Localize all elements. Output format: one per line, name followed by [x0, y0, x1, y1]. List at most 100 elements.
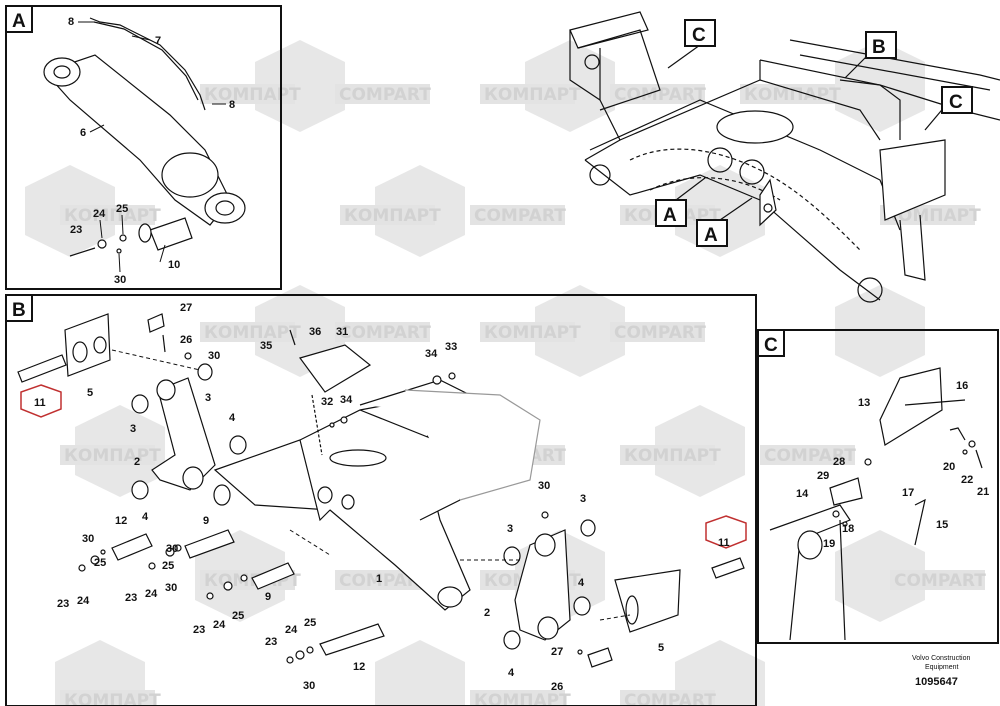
- svg-text:КОМПАРТ: КОМПАРТ: [484, 85, 581, 105]
- svg-text:23: 23: [57, 598, 69, 610]
- svg-text:COMPART: COMPART: [894, 571, 986, 591]
- svg-text:24: 24: [77, 595, 90, 607]
- svg-text:27: 27: [180, 302, 192, 314]
- svg-text:КОМПАРТ: КОМПАРТ: [484, 323, 581, 343]
- svg-text:COMPART: COMPART: [474, 206, 566, 226]
- svg-text:30: 30: [165, 582, 177, 594]
- svg-text:22: 22: [961, 474, 973, 486]
- svg-text:7: 7: [155, 35, 161, 47]
- svg-text:3: 3: [205, 392, 211, 404]
- svg-text:2: 2: [134, 456, 140, 468]
- svg-text:9: 9: [265, 591, 271, 603]
- svg-text:23: 23: [70, 224, 82, 236]
- svg-text:25: 25: [94, 557, 106, 569]
- svg-text:23: 23: [265, 636, 277, 648]
- svg-text:КОМПАРТ: КОМПАРТ: [204, 323, 301, 343]
- svg-text:6: 6: [80, 127, 86, 139]
- svg-text:9: 9: [203, 515, 209, 527]
- panel-c: C 16 13 28 20 29 22 21 14 17 18: [757, 329, 999, 644]
- overview-drawing: [569, 11, 1000, 303]
- svg-text:8: 8: [229, 99, 235, 111]
- svg-text:4: 4: [229, 412, 236, 424]
- svg-text:19: 19: [823, 538, 835, 550]
- svg-text:3: 3: [580, 493, 586, 505]
- svg-text:1095647: 1095647: [915, 676, 958, 688]
- svg-text:A: A: [12, 11, 26, 32]
- svg-text:18: 18: [842, 523, 854, 535]
- svg-text:COMPART: COMPART: [339, 85, 431, 105]
- svg-text:26: 26: [551, 681, 563, 693]
- svg-text:30: 30: [208, 350, 220, 362]
- svg-text:3: 3: [130, 423, 136, 435]
- svg-text:35: 35: [260, 340, 272, 352]
- svg-text:11: 11: [34, 397, 46, 409]
- svg-text:12: 12: [115, 515, 127, 527]
- svg-text:КОМПАРТ: КОМПАРТ: [884, 206, 981, 226]
- svg-text:12: 12: [353, 661, 365, 673]
- svg-text:C: C: [764, 335, 778, 356]
- svg-text:36: 36: [309, 326, 321, 338]
- svg-text:КОМПАРТ: КОМПАРТ: [64, 206, 161, 226]
- svg-text:25: 25: [232, 610, 244, 622]
- svg-text:14: 14: [796, 488, 809, 500]
- svg-text:31: 31: [336, 326, 348, 338]
- svg-text:КОМПАРТ: КОМПАРТ: [744, 85, 841, 105]
- svg-text:КОМПАРТ: КОМПАРТ: [344, 206, 441, 226]
- svg-text:24: 24: [93, 208, 106, 220]
- footer-block: Volvo Construction Equipment 1095647: [912, 655, 970, 688]
- svg-text:КОМПАРТ: КОМПАРТ: [64, 691, 161, 706]
- svg-text:20: 20: [943, 461, 955, 473]
- svg-text:17: 17: [902, 487, 914, 499]
- svg-text:30: 30: [166, 543, 178, 555]
- panel-b: B: [5, 294, 757, 706]
- svg-text:5: 5: [658, 642, 664, 654]
- svg-text:4: 4: [142, 511, 149, 523]
- svg-text:24: 24: [213, 619, 226, 631]
- svg-text:33: 33: [445, 341, 457, 353]
- svg-text:11: 11: [718, 537, 730, 549]
- svg-text:30: 30: [303, 680, 315, 692]
- svg-text:КОМПАРТ: КОМПАРТ: [624, 446, 721, 466]
- svg-text:21: 21: [977, 486, 989, 498]
- svg-text:COMPART: COMPART: [614, 85, 706, 105]
- svg-text:28: 28: [833, 456, 845, 468]
- svg-text:23: 23: [125, 592, 137, 604]
- svg-text:COMPART: COMPART: [614, 323, 706, 343]
- svg-text:C: C: [692, 25, 706, 46]
- svg-text:B: B: [12, 300, 26, 321]
- svg-text:2: 2: [484, 607, 490, 619]
- svg-text:1: 1: [376, 573, 382, 585]
- svg-text:34: 34: [425, 348, 438, 360]
- svg-text:5: 5: [87, 387, 93, 399]
- svg-text:A: A: [704, 225, 718, 246]
- svg-text:25: 25: [116, 203, 128, 215]
- svg-text:32: 32: [321, 396, 333, 408]
- svg-text:8: 8: [68, 16, 74, 28]
- svg-text:25: 25: [162, 560, 174, 572]
- panel-a: A 8 7 8 6 24 25 23 10 30: [5, 5, 282, 290]
- svg-text:29: 29: [817, 470, 829, 482]
- svg-text:27: 27: [551, 646, 563, 658]
- svg-text:10: 10: [168, 259, 180, 271]
- overview-callouts: C B C A A: [655, 19, 973, 247]
- svg-text:24: 24: [285, 624, 298, 636]
- svg-text:C: C: [949, 92, 963, 113]
- svg-text:КОМПАРТ: КОМПАРТ: [474, 691, 571, 706]
- svg-text:16: 16: [956, 380, 968, 392]
- svg-text:25: 25: [304, 617, 316, 629]
- svg-text:13: 13: [858, 397, 870, 409]
- svg-text:30: 30: [82, 533, 94, 545]
- svg-text:КОМПАРТ: КОМПАРТ: [64, 446, 161, 466]
- svg-text:КОМПАРТ: КОМПАРТ: [204, 85, 301, 105]
- svg-text:15: 15: [936, 519, 948, 531]
- svg-text:A: A: [663, 205, 677, 226]
- svg-text:34: 34: [340, 394, 353, 406]
- svg-text:COMPART: COMPART: [764, 446, 856, 466]
- svg-text:30: 30: [538, 480, 550, 492]
- svg-text:4: 4: [508, 667, 515, 679]
- svg-text:Equipment: Equipment: [925, 664, 959, 671]
- svg-text:30: 30: [114, 274, 126, 286]
- svg-text:B: B: [872, 37, 886, 58]
